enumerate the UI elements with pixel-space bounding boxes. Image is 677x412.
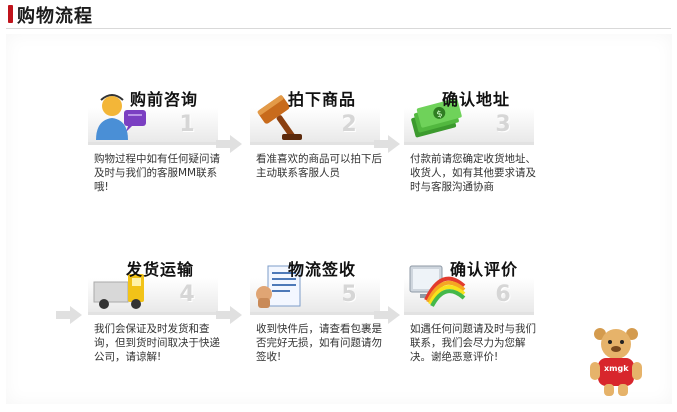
arrow-right-icon bbox=[374, 306, 400, 324]
step-title: 确认地址 bbox=[442, 90, 511, 109]
step-title: 物流签收 bbox=[288, 260, 357, 279]
arrow-right-icon bbox=[56, 306, 82, 324]
step-number: 6 bbox=[495, 282, 511, 307]
step-description: 购物过程中如有任何疑问请及时与我们的客服MM联系哦! bbox=[94, 153, 220, 193]
page-title: 购物流程 bbox=[17, 6, 93, 27]
step-number: 3 bbox=[495, 112, 511, 137]
header-accent-bar bbox=[8, 5, 13, 23]
step-description: 付款前请您确定收货地址、收货人，如有其他要求请及时与客服沟通协商 bbox=[410, 153, 536, 193]
step-number: 4 bbox=[179, 282, 195, 307]
arrow-right-icon bbox=[374, 135, 400, 153]
step-description: 我们会保证及时发货和查询，但到货时间取决于快递公司，请谅解! bbox=[94, 323, 220, 363]
step-title: 拍下商品 bbox=[288, 90, 357, 109]
step-3: 3 $ 确认地址 付款前请您确定收货地址、收货人，如有其他要求请及时与客服沟通协… bbox=[404, 86, 544, 236]
step-number: 5 bbox=[341, 282, 357, 307]
step-6: 6 确认评价 如遇任何问题请及时与我们联系，我们会尽力为您解决。谢绝恶意评价! bbox=[404, 256, 544, 406]
step-2: 2 拍下商品 看准喜欢的商品可以拍下后主动联系客服人员 bbox=[250, 86, 390, 236]
auction-hammer-icon bbox=[252, 90, 312, 144]
customer-service-icon bbox=[90, 90, 150, 144]
delivery-truck-icon bbox=[90, 260, 150, 314]
svg-text:$: $ bbox=[436, 109, 444, 120]
arrow-right-icon bbox=[216, 306, 242, 324]
step-number: 2 bbox=[341, 112, 357, 137]
page-header: 购物流程 bbox=[0, 0, 677, 30]
step-title: 确认评价 bbox=[450, 260, 519, 279]
sign-document-icon bbox=[252, 260, 312, 314]
step-number: 1 bbox=[179, 112, 195, 137]
rainbow-monitor-icon bbox=[406, 260, 466, 314]
step-4: 4 发货运输 我们会保证及时发货和查询，但到货时间取决于快递公司，请谅解! bbox=[88, 256, 228, 406]
step-description: 如遇任何问题请及时与我们联系，我们会尽力为您解决。谢绝恶意评价! bbox=[410, 323, 536, 363]
arrow-right-icon bbox=[216, 135, 242, 153]
process-panel: 1 购前咨询 购物过程中如有任何疑问请及时与我们的客服MM联系哦! 2 bbox=[6, 34, 672, 404]
header-divider bbox=[6, 28, 671, 29]
step-title: 发货运输 bbox=[126, 260, 195, 279]
step-1: 1 购前咨询 购物过程中如有任何疑问请及时与我们的客服MM联系哦! bbox=[88, 86, 228, 236]
bear-mascot-icon: xmgk bbox=[586, 324, 646, 398]
money-stack-icon: $ bbox=[406, 90, 466, 144]
step-5: 5 物流签收 收到快件后，请查看包裹是否完好无损，如有问题请勿签收! bbox=[250, 256, 390, 406]
step-description: 收到快件后，请查看包裹是否完好无损，如有问题请勿签收! bbox=[256, 323, 382, 363]
mascot-label: xmgk bbox=[604, 364, 629, 373]
step-title: 购前咨询 bbox=[130, 90, 199, 109]
step-description: 看准喜欢的商品可以拍下后主动联系客服人员 bbox=[256, 153, 382, 179]
